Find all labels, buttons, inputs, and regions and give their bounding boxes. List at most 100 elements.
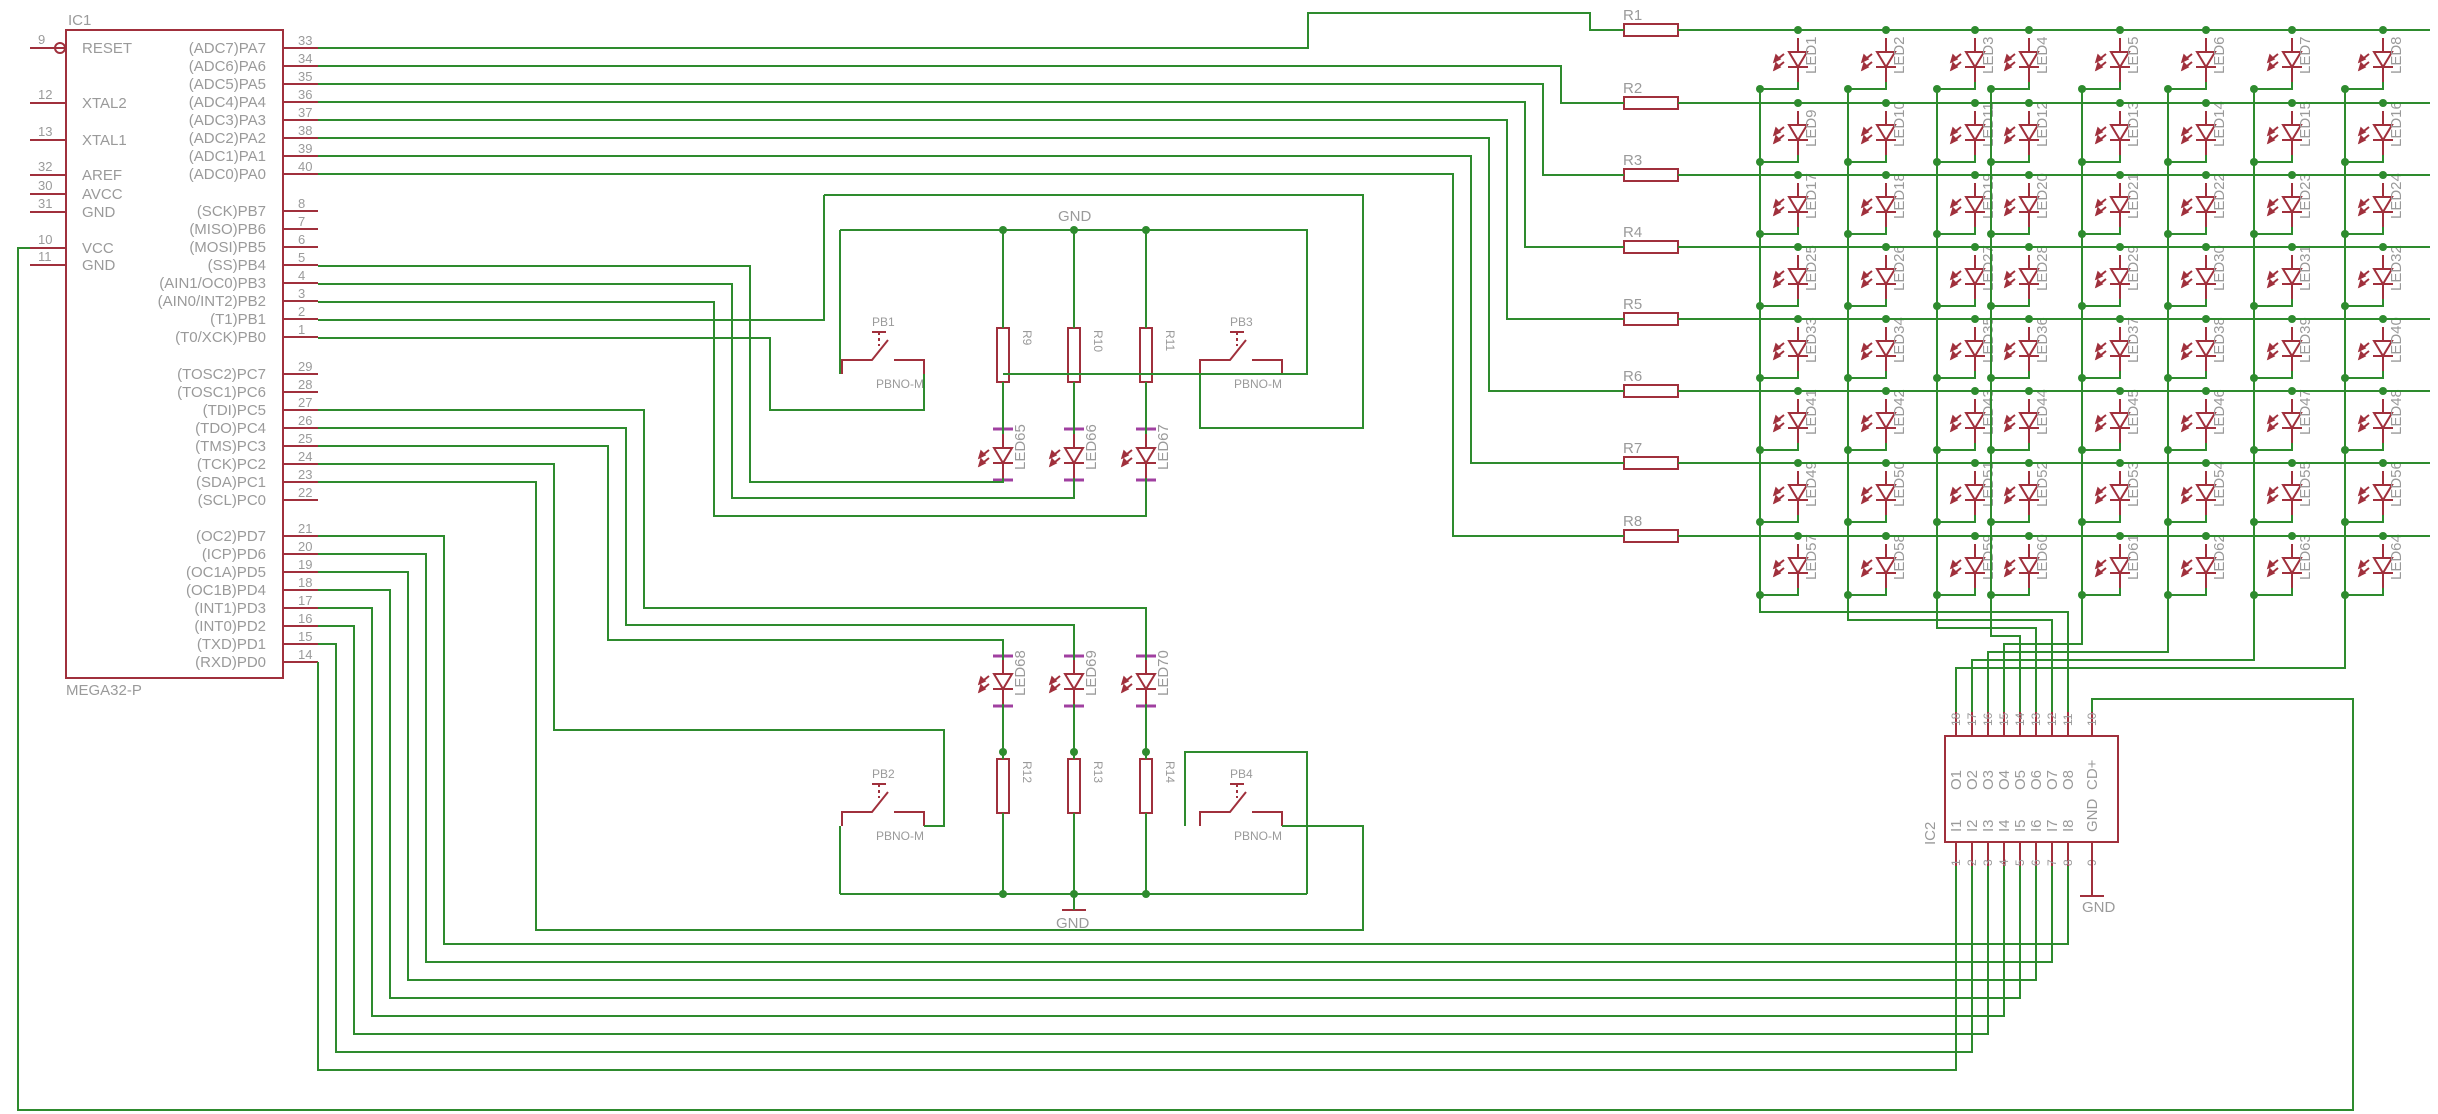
led-cathode (1848, 299, 1887, 307)
led-triangle (1875, 484, 1897, 502)
resistor-body (996, 758, 1010, 814)
led: LED6 (2180, 36, 2228, 82)
led-cathode (2082, 588, 2121, 596)
light-arrow-head (2266, 198, 2276, 209)
junction-dot (1882, 99, 1890, 107)
resistor-label: R10 (1091, 330, 1105, 352)
row-resistor (1623, 96, 1679, 110)
led-label: LED13 (2125, 101, 2142, 147)
led-label: LED69 (1083, 650, 1100, 696)
junction-dot (1070, 890, 1078, 898)
led-label: LED64 (2388, 534, 2405, 580)
column-bus (1987, 89, 2169, 712)
light-arrow-head (2094, 206, 2104, 217)
led: LED55 (2266, 461, 2314, 515)
light-arrow-head (1949, 414, 1959, 425)
led-label: LED68 (1012, 650, 1029, 696)
led-label: LED67 (1155, 424, 1172, 470)
light-arrow-head (2357, 342, 2367, 353)
led-triangle (2372, 124, 2394, 142)
ic1[interactable]: IC1 MEGA32-P 9RESET12XTAL213XTAL132AREF3… (30, 12, 318, 699)
led-cathode (2254, 155, 2293, 163)
light-arrow-head (2357, 567, 2367, 578)
ic1-pin-name: (INT0)PD2 (194, 618, 266, 635)
ic1-pin-number: 11 (38, 249, 52, 264)
light-arrow-head (1860, 559, 1870, 570)
led-label: LED16 (2388, 101, 2405, 147)
light-arrow-head (977, 457, 987, 468)
led: LED43 (1949, 389, 1997, 443)
ic2-pin-number: 15 (1997, 712, 2011, 726)
junction-dot (2202, 243, 2210, 251)
junction-dot (1882, 243, 1890, 251)
ic1-pin-number: 4 (298, 268, 305, 283)
led: LED35 (1949, 317, 1997, 371)
ic1-pin-number: 8 (298, 196, 305, 211)
led-triangle (2109, 196, 2131, 214)
led-cathode (1760, 82, 1799, 90)
light-arrow-head (2266, 206, 2276, 217)
light-arrow-head (2180, 486, 2190, 497)
led-triangle (1964, 484, 1986, 502)
led-cathode (1937, 82, 1976, 90)
ic2-pin-name: O3 (1980, 770, 1997, 790)
ic1-pin-name: (SCL)PC0 (198, 492, 266, 509)
led-cathode (2345, 371, 2384, 379)
ic2-pin-number: 4 (1997, 859, 2011, 866)
ic1-pin-number: 18 (298, 575, 312, 590)
light-arrow-head (2003, 61, 2013, 72)
led-label: LED56 (2388, 461, 2405, 507)
led-cathode (2082, 515, 2121, 523)
junction-dot (2116, 387, 2124, 395)
led-cathode (2082, 443, 2121, 451)
led-label: LED45 (2125, 389, 2142, 435)
ic1-pin-number: 30 (38, 178, 52, 193)
light-arrow-head (2180, 206, 2190, 217)
led-triangle (2281, 412, 2303, 430)
led-cathode (1937, 371, 1976, 379)
ic1-pin-number: 28 (298, 377, 312, 392)
upper-gnd-label: GND (1058, 208, 1092, 225)
ic1-pin-name: (AIN0/INT2)PB2 (158, 293, 266, 310)
ic1-pin-name: (ADC3)PA3 (189, 112, 266, 129)
led-label: LED41 (1803, 389, 1820, 435)
light-arrow-head (2357, 559, 2367, 570)
ic1-pin-number: 38 (298, 123, 312, 138)
led68-signal (318, 445, 1004, 660)
led-cathode (1760, 299, 1799, 307)
column-bus (2003, 89, 2083, 712)
led-label: LED60 (2034, 534, 2051, 580)
ic2[interactable]: IC2 18O117O216O315O414O513O612O711O810CD… (1922, 712, 2119, 916)
light-arrow-head (2180, 494, 2190, 505)
junction-dot (1142, 890, 1150, 898)
light-arrow-head (2357, 206, 2367, 217)
resistor-label: R14 (1163, 761, 1177, 783)
junction-dot (1971, 459, 1979, 467)
portd-wire (318, 643, 1973, 1053)
led: LED59 (1949, 534, 1997, 588)
ic2-pin-number: 3 (1981, 859, 1995, 866)
light-arrow-head (2266, 486, 2276, 497)
led-triangle (2018, 268, 2040, 286)
light-arrow-head (1860, 134, 1870, 145)
led: LED16 (2357, 101, 2405, 155)
led-label: LED30 (2211, 245, 2228, 291)
light-arrow-head (1772, 278, 1782, 289)
led: LED3 (1949, 36, 1997, 82)
porta-wire (318, 65, 1624, 104)
led: LED13 (2094, 101, 2142, 155)
light-arrow-head (1860, 350, 1870, 361)
led: LED10 (1860, 101, 1908, 155)
led-cathode (1937, 588, 1976, 596)
light-arrow-head (1772, 198, 1782, 209)
light-arrow-head (2094, 342, 2104, 353)
junction-dot (999, 890, 1007, 898)
ic1-pin-name: (ADC4)PA4 (189, 94, 266, 111)
ic1-pin-name: (SCK)PB7 (197, 203, 266, 220)
junction-dot (1142, 226, 1150, 234)
vcc-return (17, 247, 2354, 1111)
junction-dot (2202, 315, 2210, 323)
led-triangle (2109, 412, 2131, 430)
